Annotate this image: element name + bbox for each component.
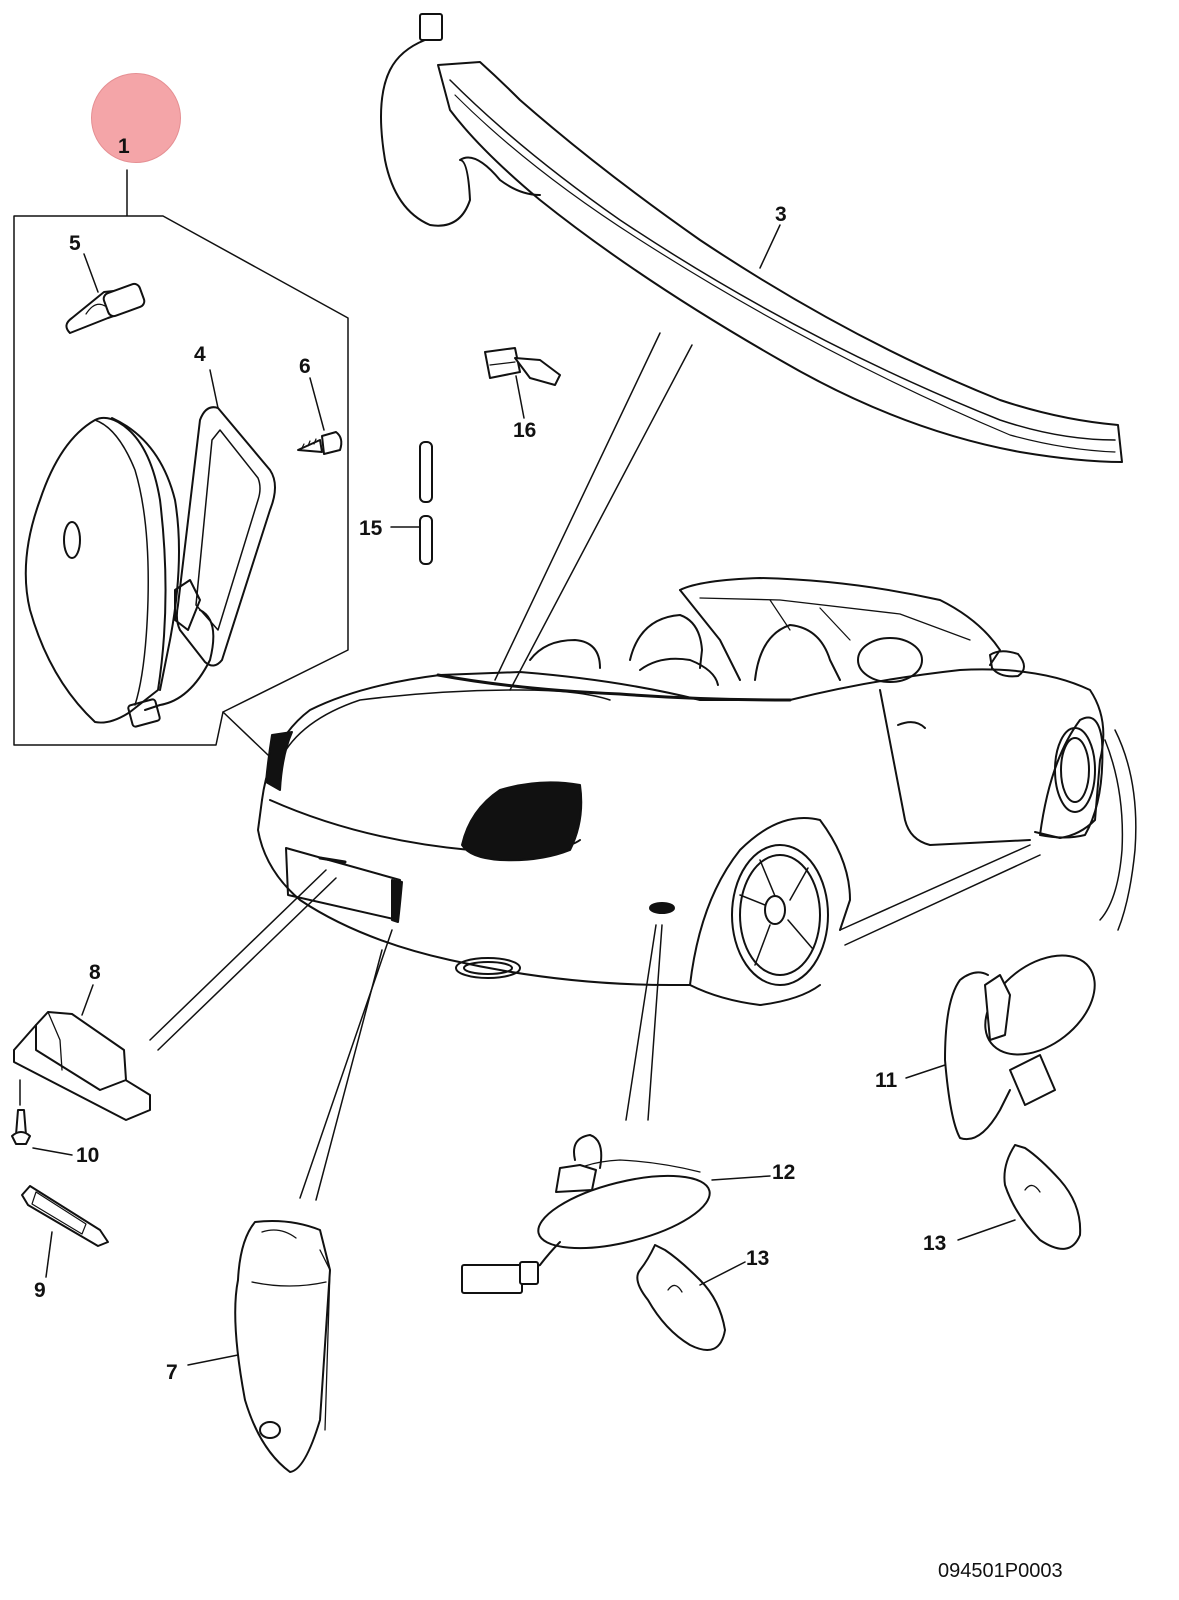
screw-10-drawing (11, 1109, 31, 1145)
callout-12[interactable]: 12 (772, 1161, 796, 1184)
bulb-9-drawing (21, 1185, 109, 1247)
callout-15[interactable]: 15 (359, 517, 383, 540)
license-lamp-8-drawing (13, 1011, 151, 1121)
callout-7[interactable]: 7 (166, 1361, 178, 1384)
callout-5[interactable]: 5 (69, 232, 81, 255)
callout-9[interactable]: 9 (34, 1279, 46, 1302)
lens-7-drawing (234, 1220, 331, 1473)
gasket-4-drawing (175, 406, 276, 667)
callout-1[interactable]: 1 (118, 135, 130, 158)
brake-light-3-drawing (380, 13, 1123, 463)
pins-15-drawing (419, 441, 433, 565)
rear-lamp-group-frame (13, 169, 349, 756)
highlight-marker-1[interactable] (91, 73, 181, 163)
convertible-car-drawing (257, 577, 1137, 1006)
side-marker-11-drawing (944, 954, 1096, 1141)
drawing-number: 094501P0003 (938, 1560, 1063, 1582)
bulb-13a-drawing (636, 1244, 726, 1351)
callout-6[interactable]: 6 (299, 355, 311, 378)
callout-16[interactable]: 16 (513, 419, 537, 442)
label-leaders (32, 253, 1016, 1366)
callout-13-middle[interactable]: 13 (746, 1247, 770, 1270)
callout-11[interactable]: 11 (875, 1069, 898, 1092)
callout-4[interactable]: 4 (194, 343, 206, 366)
side-marker-12-drawing (461, 1134, 711, 1294)
callout-10[interactable]: 10 (76, 1144, 100, 1167)
callout-3[interactable]: 3 (775, 203, 787, 226)
clip-16-drawing (484, 347, 561, 386)
screw-6-drawing (297, 431, 343, 455)
callout-8[interactable]: 8 (89, 961, 101, 984)
callout-13-right[interactable]: 13 (923, 1232, 947, 1255)
leader-lines (149, 332, 693, 1201)
bulb-5-drawing (65, 282, 146, 334)
bulb-13b-drawing (1003, 1144, 1082, 1250)
rear-lamp-1-drawing (24, 416, 215, 728)
